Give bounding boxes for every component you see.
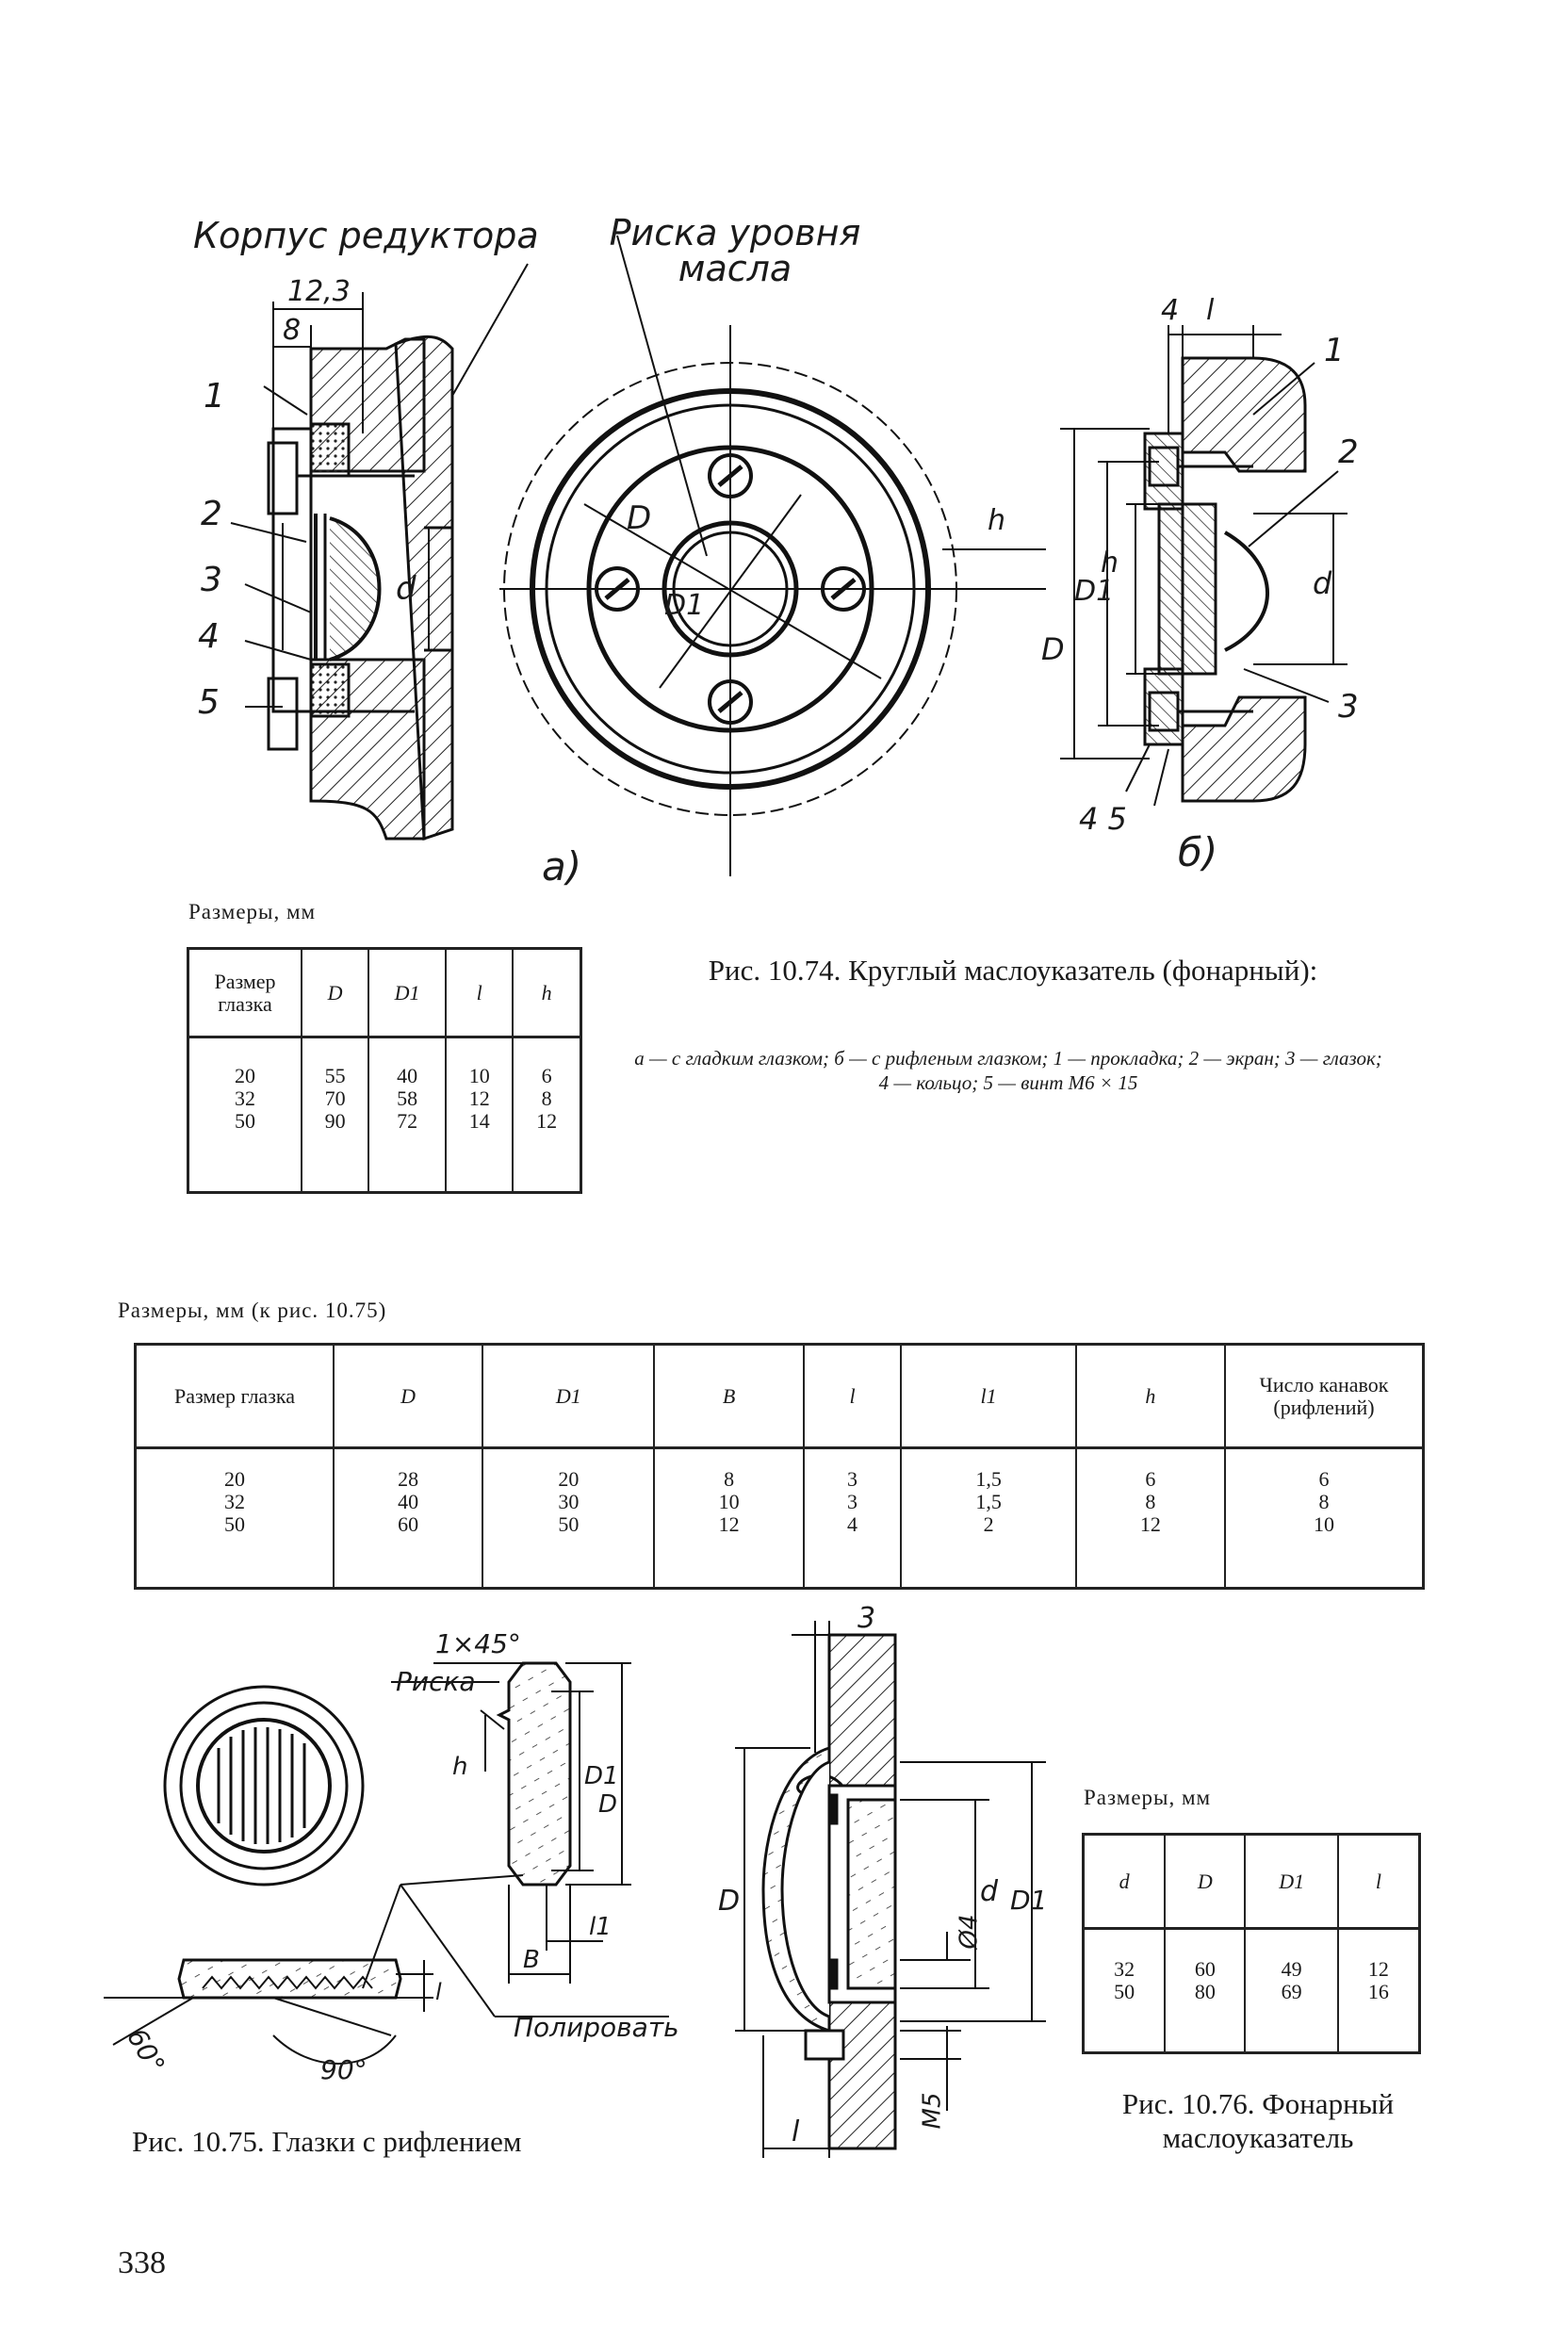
fig74a-front-view: [499, 235, 1046, 876]
label-m5: M5: [918, 2092, 947, 2130]
label-angle-90: 90°: [320, 2054, 368, 2085]
header-l: l: [1336, 1834, 1421, 1930]
label-d: d: [980, 1875, 999, 1908]
label-l: l: [435, 1979, 442, 2005]
label-b-part-2: 2: [1338, 433, 1359, 471]
fig75-dimension-table: Размер глазка D D1 B l l1 h Число канаво…: [134, 1343, 1425, 1590]
label-b-dim-4: 4: [1161, 294, 1180, 327]
label-l1: l1: [589, 1913, 612, 1941]
header-groove-count: Число канавок (рифлений): [1224, 1344, 1425, 1449]
label-d: d: [396, 570, 416, 608]
header-D: D: [1164, 1834, 1247, 1930]
header-D1: D1: [368, 948, 448, 1038]
fig76-caption: Рис. 10.76. Фонарный маслоуказатель: [1121, 2087, 1395, 2154]
label-b-l: l: [1206, 294, 1215, 327]
label-D: D: [718, 1885, 741, 1918]
label-front-D1: D1: [664, 589, 705, 622]
label-D1: D1: [584, 1762, 619, 1790]
header-l: l: [445, 948, 514, 1038]
label-angle-60: 60°: [121, 2022, 172, 2080]
label-part-4: 4: [198, 617, 220, 656]
label-front-D: D: [627, 499, 652, 537]
label-polish: Полировать: [514, 2012, 679, 2043]
label-housing: Корпус редуктора: [193, 215, 539, 256]
header-l1: l1: [900, 1344, 1077, 1449]
label-l: l: [792, 2115, 800, 2148]
fig74b-section: [1143, 356, 1307, 803]
label-part-1: 1: [204, 377, 225, 416]
label-dim-8: 8: [283, 314, 302, 347]
fig74a-section: [267, 335, 454, 841]
label-oil-mark: Риска уровня масла: [609, 212, 861, 289]
subfig-a-label: а): [542, 843, 582, 890]
page-number: 338: [118, 2246, 166, 2280]
header-d: d: [1082, 1834, 1167, 1930]
header-h: h: [512, 948, 582, 1038]
label-D: D: [598, 1790, 618, 1819]
label-D1: D1: [1010, 1885, 1048, 1916]
label-b-h: h: [1101, 547, 1119, 580]
label-chamfer: 1×45°: [435, 1628, 521, 1659]
label-front-h: h: [988, 504, 1006, 537]
label-b-D: D: [1041, 631, 1065, 667]
header-D1: D1: [482, 1344, 656, 1449]
label-h: h: [452, 1753, 468, 1781]
header-l: l: [802, 1344, 903, 1449]
fig75-section: [177, 1661, 572, 2000]
label-b-D1: D1: [1074, 575, 1115, 608]
subfig-b-label: б): [1178, 829, 1218, 875]
header-D: D: [300, 948, 370, 1038]
header-h: h: [1074, 1344, 1227, 1449]
label-part-2: 2: [201, 495, 222, 533]
fig75-table-title: Размеры, мм (к рис. 10.75): [118, 1298, 387, 1322]
fig75-caption: Рис. 10.75. Глазки с рифлением: [132, 2125, 522, 2158]
label-dim-3: 3: [858, 1602, 876, 1635]
label-b-parts-45: 4 5: [1079, 801, 1127, 837]
label-part-3: 3: [201, 561, 222, 599]
label-mark: Риска: [396, 1666, 476, 1697]
fig75-front-view: [163, 1685, 365, 1886]
header-B: B: [653, 1344, 805, 1449]
header-eye-size: Размер глазка: [134, 1344, 335, 1449]
header-D: D: [332, 1344, 484, 1449]
label-phi4: Ø4: [955, 1914, 984, 1950]
fig74-table-title: Размеры, мм: [188, 900, 317, 923]
label-b-d: d: [1313, 565, 1332, 601]
label-b-part-3: 3: [1338, 688, 1359, 726]
label-dim-12-3: 12,3: [287, 275, 351, 308]
fig74-legend: а — с гладким глазком; б — с рифленым гл…: [634, 1047, 1382, 1094]
fig74-caption: Рис. 10.74. Круглый маслоуказатель (фона…: [708, 954, 1318, 987]
fig76-table-title: Размеры, мм: [1084, 1786, 1212, 1809]
label-b-part-1: 1: [1324, 332, 1345, 369]
fig76-section: [761, 1633, 897, 2150]
label-part-5: 5: [198, 683, 220, 722]
header-eye-size: Размер глазка: [187, 948, 302, 1038]
fig74-drawing: [230, 235, 1348, 876]
label-B: B: [523, 1946, 540, 1974]
header-D1: D1: [1244, 1834, 1339, 1930]
